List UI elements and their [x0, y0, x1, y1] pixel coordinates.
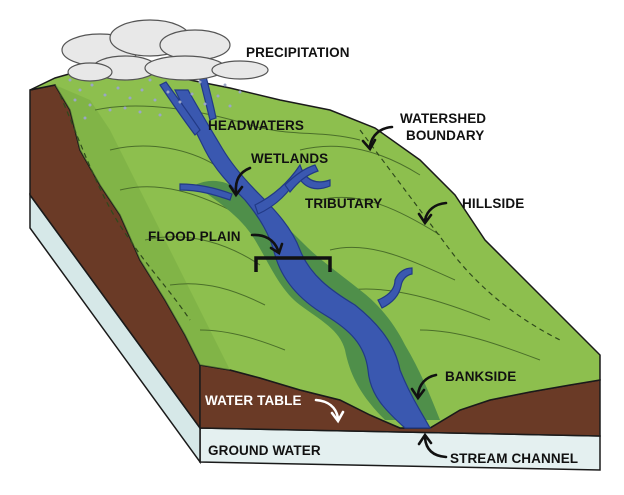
label-arrows [228, 125, 448, 459]
hillside-arrow [417, 201, 448, 226]
bankside-label: BANKSIDE [445, 369, 516, 384]
flood-plain-arrow [250, 233, 284, 255]
bankside-arrow [410, 373, 438, 401]
watershed-boundary-label-line2: BOUNDARY [406, 128, 484, 143]
wetlands-label: WETLANDS [251, 151, 328, 166]
headwaters-label: HEADWATERS [208, 118, 304, 133]
flood-plain-label: FLOOD PLAIN [148, 229, 241, 244]
tributary-label: TRIBUTARY [305, 196, 382, 211]
flood-plain-bracket [254, 256, 332, 272]
contour-lines [94, 105, 541, 361]
cloud-icon [61, 19, 269, 82]
stream-channel-label: STREAM CHANNEL [450, 451, 578, 466]
watershed-boundary-arrow [361, 125, 394, 152]
water-table-label: WATER TABLE [205, 393, 302, 408]
wetlands-arrow [228, 166, 252, 198]
land-surface [29, 67, 601, 429]
watershed-boundary-label-line1: WATERSHED [400, 111, 486, 126]
watershed-boundary-lines [59, 94, 561, 341]
ground-water-label: GROUND WATER [208, 443, 321, 458]
precipitation-label: PRECIPITATION [246, 45, 350, 60]
ground-water-layer [29, 192, 601, 471]
water-table-arrow [314, 398, 345, 424]
stream-channel-arrow [417, 432, 448, 459]
hillside-label: HILLSIDE [462, 196, 524, 211]
